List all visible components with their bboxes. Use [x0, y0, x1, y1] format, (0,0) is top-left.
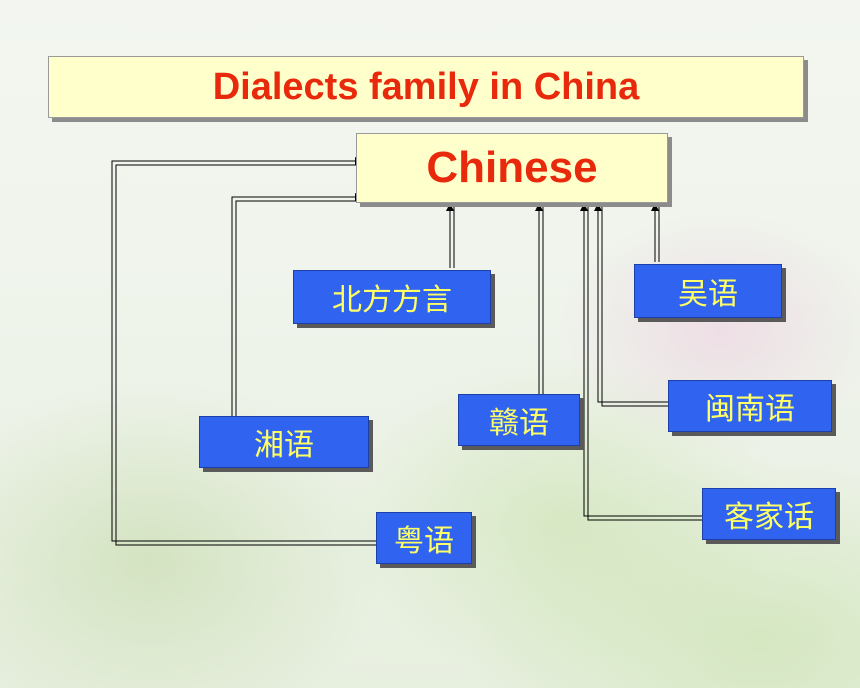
node-xiang: 湘语: [199, 416, 369, 468]
node-hakka: 客家话: [702, 488, 836, 540]
node-gan: 赣语: [458, 394, 580, 446]
node-minnan: 闽南语: [668, 380, 832, 432]
node-northern-dialect: 北方方言: [293, 270, 491, 324]
node-wu: 吴语: [634, 264, 782, 318]
diagram-title: Dialects family in China: [48, 56, 804, 118]
root-node-chinese: Chinese: [356, 133, 668, 203]
node-yue: 粤语: [376, 512, 472, 564]
